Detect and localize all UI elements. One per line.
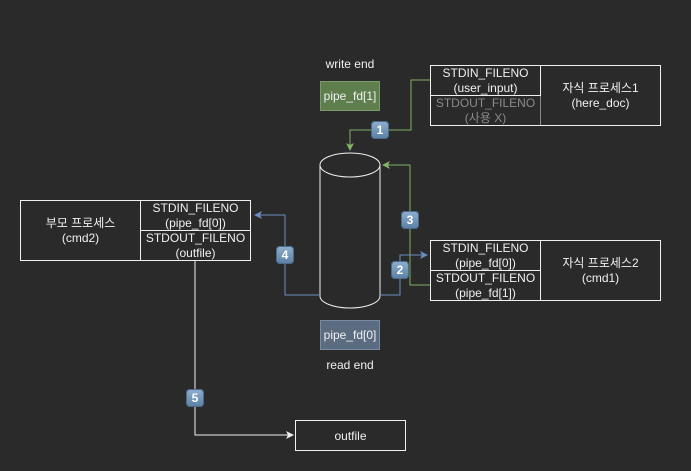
arrow-1 — [346, 79, 430, 151]
arrow-5 — [194, 260, 294, 439]
child-process-1: STDIN_FILENO (user_input) STDOUT_FILENO … — [430, 65, 661, 126]
child2-stdout-cell: STDOUT_FILENO (pipe_fd[1]) — [431, 271, 541, 300]
parent-stdin-value: (pipe_fd[0]) — [165, 215, 226, 230]
pipe-fd0-box: pipe_fd[0] — [320, 320, 380, 350]
child1-stdin-label: STDIN_FILENO — [442, 65, 529, 80]
step-badge-2: 2 — [391, 261, 409, 279]
child1-stdout-value: (사용 X) — [464, 110, 507, 125]
child2-stdout-value: (pipe_fd[1]) — [455, 285, 516, 300]
child1-name: 자식 프로세스1 — [562, 80, 639, 95]
child1-stdin-value: (user_input) — [453, 80, 518, 95]
parent-stdin-cell: STDIN_FILENO (pipe_fd[0]) — [141, 201, 250, 231]
step-badge-3: 3 — [401, 211, 419, 229]
child2-name: 자식 프로세스2 — [562, 255, 639, 270]
parent-stdout-value: (outfile) — [175, 245, 216, 260]
child1-stdin-cell: STDIN_FILENO (user_input) — [431, 66, 541, 96]
parent-name: 부모 프로세스 — [45, 215, 116, 230]
child2-name-cell: 자식 프로세스2 (cmd1) — [541, 241, 660, 300]
parent-process: 부모 프로세스 (cmd2) STDIN_FILENO (pipe_fd[0])… — [20, 200, 251, 261]
parent-stdin-label: STDIN_FILENO — [152, 200, 239, 215]
child1-stdout-cell: STDOUT_FILENO (사용 X) — [431, 96, 541, 125]
parent-name-cell: 부모 프로세스 (cmd2) — [21, 201, 141, 260]
step-badge-1: 1 — [371, 121, 389, 139]
parent-stdout-label: STDOUT_FILENO — [145, 230, 246, 245]
child2-stdin-value: (pipe_fd[0]) — [455, 255, 516, 270]
child2-stdout-label: STDOUT_FILENO — [435, 270, 536, 285]
child-process-2: STDIN_FILENO (pipe_fd[0]) STDOUT_FILENO … — [430, 240, 661, 301]
pipe-fd1-box: pipe_fd[1] — [320, 81, 380, 111]
step-badge-4: 4 — [276, 246, 294, 264]
child2-stdin-label: STDIN_FILENO — [442, 240, 529, 255]
step-badge-5: 5 — [186, 389, 204, 407]
read-end-label: read end — [326, 358, 374, 372]
child2-stdin-cell: STDIN_FILENO (pipe_fd[0]) — [431, 241, 541, 271]
pipe-cylinder — [319, 152, 381, 309]
parent-sub: (cmd2) — [61, 230, 100, 245]
child1-stdout-label: STDOUT_FILENO — [435, 95, 536, 110]
outfile-box: outfile — [295, 420, 406, 451]
write-end-label: write end — [325, 57, 375, 71]
child2-sub: (cmd1) — [581, 270, 620, 285]
child1-sub: (here_doc) — [571, 95, 630, 110]
parent-stdout-cell: STDOUT_FILENO (outfile) — [141, 231, 250, 260]
child1-name-cell: 자식 프로세스1 (here_doc) — [541, 66, 660, 125]
